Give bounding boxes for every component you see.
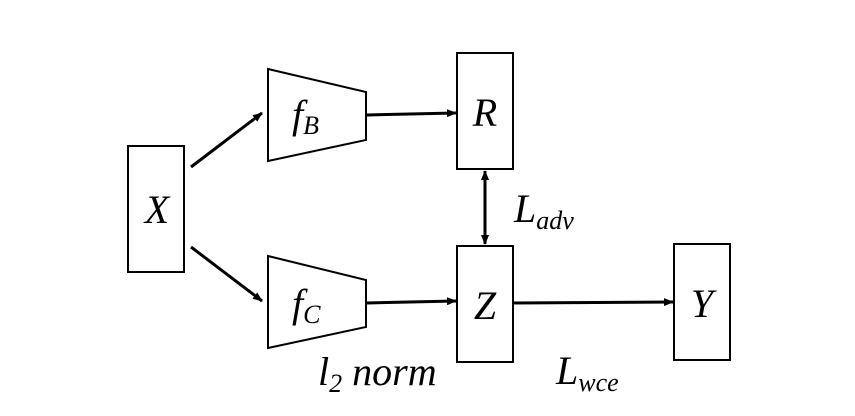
node-r-label: R xyxy=(472,90,497,135)
node-r-box xyxy=(456,52,514,170)
node-y-box xyxy=(673,243,731,361)
edge-fc-to-z xyxy=(366,297,457,306)
node-y: Y xyxy=(673,243,731,361)
node-z: Z xyxy=(456,245,514,363)
node-x: X xyxy=(127,145,185,273)
edge-z-to-y xyxy=(513,298,674,307)
encoder-fc: fC xyxy=(267,254,367,350)
edge-x-to-fb xyxy=(190,111,263,169)
label-l-adv: Ladv xyxy=(513,186,574,235)
node-x-box xyxy=(127,145,185,273)
node-y-label: Y xyxy=(691,281,717,326)
encoder-fc-shape xyxy=(267,254,367,350)
node-z-box xyxy=(456,245,514,363)
node-z-label: Z xyxy=(474,283,497,328)
edge-x-to-fc xyxy=(190,245,263,303)
encoder-fb-label: fB xyxy=(292,92,319,140)
node-r: R xyxy=(456,52,514,170)
encoder-fb: fB xyxy=(267,67,367,163)
encoder-fb-shape xyxy=(267,67,367,163)
node-x-label: X xyxy=(143,187,171,232)
edge-fb-to-r xyxy=(366,109,457,118)
encoder-fc-label: fC xyxy=(292,281,321,329)
label-l2-norm: l2 norm xyxy=(318,349,437,398)
label-l-wce: Lwce xyxy=(555,348,619,397)
